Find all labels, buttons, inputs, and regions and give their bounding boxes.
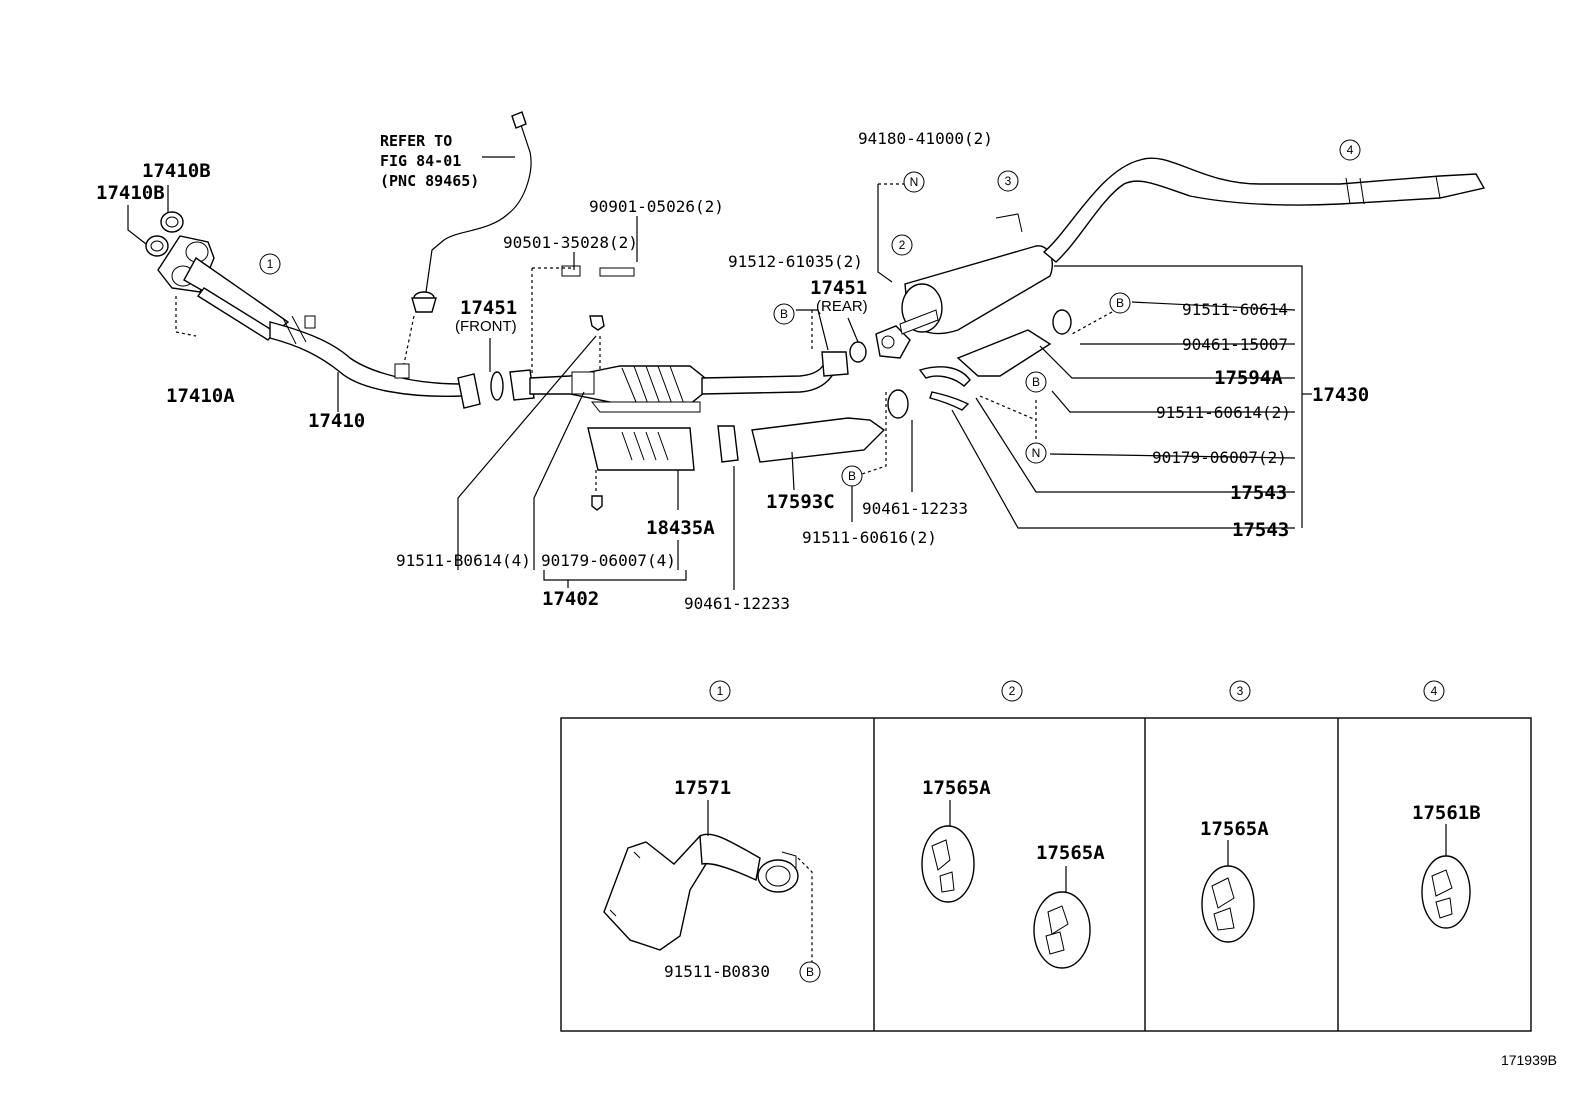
label-17410: 17410 — [308, 410, 365, 432]
label-17451-rear: 17451 — [810, 277, 867, 299]
callout-1-main: 1 — [267, 257, 274, 271]
nut-symbol-a: N — [910, 175, 919, 189]
leader-lines — [127, 156, 1312, 590]
nut-symbol-b: N — [1032, 446, 1041, 460]
label-90461-15007: 90461-15007 — [1182, 335, 1288, 354]
detail-label-17571: 17571 — [674, 777, 731, 799]
callout-3-main: 3 — [1005, 174, 1012, 188]
callout-4-main: 4 — [1347, 143, 1354, 157]
detail-callout-1: 1 — [717, 684, 724, 698]
label-90461-12233-a: 90461-12233 — [862, 499, 968, 518]
label-91511-60614-2: 91511-60614(2) — [1156, 403, 1291, 422]
bolt-symbol-d: B — [848, 469, 856, 483]
detail-callout-4: 4 — [1431, 684, 1438, 698]
detail-label-17561B: 17561B — [1412, 802, 1481, 824]
label-90179-06007-2: 90179-06007(2) — [1152, 448, 1287, 467]
label-17594A: 17594A — [1214, 367, 1283, 389]
bolt-symbol-a: B — [780, 307, 788, 321]
detail-label-17565A-2: 17565A — [1036, 842, 1105, 864]
label-90179-06007-4: 90179-06007(4) — [541, 551, 676, 570]
label-17543-a: 17543 — [1230, 482, 1287, 504]
label-90461-12233-b: 90461-12233 — [684, 594, 790, 613]
part-labels: 17410B 17410B 17410A 17410 REFER TO FIG … — [96, 129, 1369, 613]
bolt-symbol-c: B — [1032, 375, 1040, 389]
label-91511-60616: 91511-60616(2) — [802, 528, 937, 547]
detail-label-17565A-1: 17565A — [922, 777, 991, 799]
label-17410B-a: 17410B — [142, 160, 211, 182]
refer-line-1: REFER TO — [380, 132, 452, 150]
exhaust-drawing — [145, 111, 1486, 511]
label-94180-41000: 94180-41000(2) — [858, 129, 993, 148]
detail-panel: 1 2 3 4 B 17571 91511-B0830 17565A 17565… — [560, 680, 1532, 1032]
label-90901-05026: 90901-05026(2) — [589, 197, 724, 216]
callout-2-main: 2 — [899, 238, 906, 252]
label-17410A: 17410A — [166, 385, 235, 407]
label-18435A: 18435A — [646, 517, 715, 539]
label-91511-60614: 91511-60614 — [1182, 300, 1288, 319]
label-17430: 17430 — [1312, 384, 1369, 406]
label-17593C: 17593C — [766, 491, 835, 513]
label-front: (FRONT) — [455, 318, 517, 335]
figure-code: 171939B — [1501, 1052, 1557, 1068]
label-17402: 17402 — [542, 588, 599, 610]
refer-line-3: (PNC 89465) — [380, 172, 479, 190]
detail-bolt-symbol: B — [806, 965, 814, 979]
label-90501-35028: 90501-35028(2) — [503, 233, 638, 252]
label-17451-front: 17451 — [460, 297, 517, 319]
label-17410B-b: 17410B — [96, 182, 165, 204]
label-91512-61035: 91512-61035(2) — [728, 252, 863, 271]
bolt-symbol-b: B — [1116, 296, 1124, 310]
label-rear: (REAR) — [816, 298, 868, 315]
label-17543-b: 17543 — [1232, 519, 1289, 541]
label-91511-B0614: 91511-B0614(4) — [396, 551, 531, 570]
detail-label-17565A-3: 17565A — [1200, 818, 1269, 840]
detail-label-91511-B0830: 91511-B0830 — [664, 962, 770, 981]
refer-line-2: FIG 84-01 — [380, 152, 461, 170]
detail-callout-2: 2 — [1009, 684, 1016, 698]
circled-symbols: 1 2 3 4 N B B B N B — [259, 139, 1361, 487]
detail-callout-3: 3 — [1237, 684, 1244, 698]
